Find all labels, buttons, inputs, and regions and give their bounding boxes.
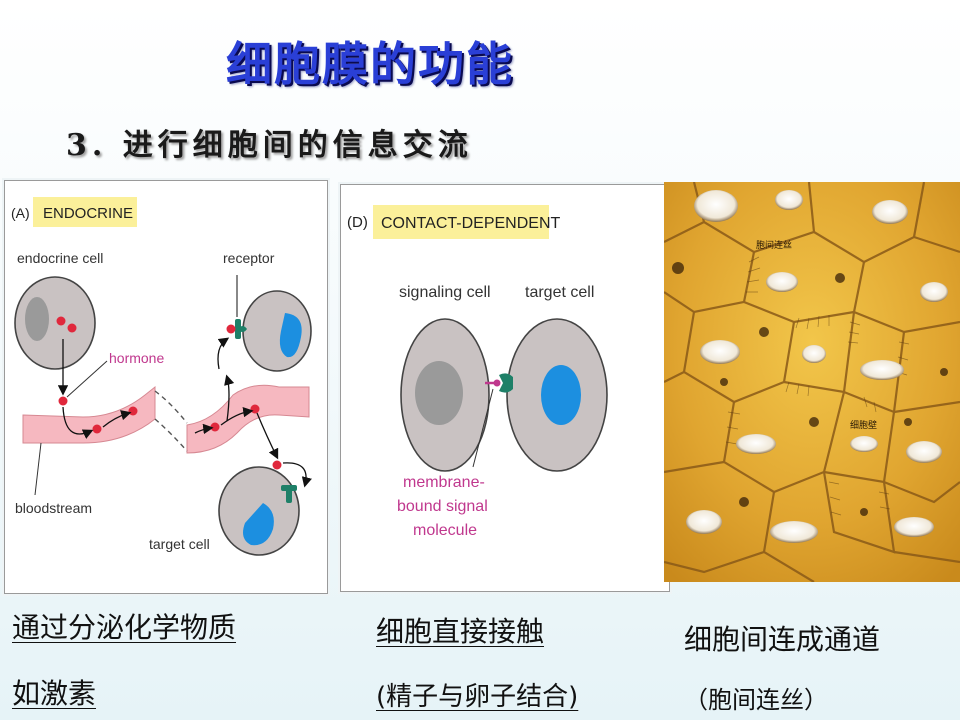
bloodstream-pointer xyxy=(34,442,42,496)
flow-arrow xyxy=(102,410,132,428)
flow-arrow xyxy=(256,412,279,460)
receptor-label: receptor xyxy=(223,250,275,266)
hormone-molecule xyxy=(210,422,220,432)
panel-d-heading: CONTACT-DEPENDENT xyxy=(381,215,560,232)
panel-a-tag: (A) xyxy=(11,205,30,221)
bloodstream-gap-bottom xyxy=(154,418,188,452)
hormone-pointer xyxy=(66,360,108,398)
micrograph-image: 胞间连丝 细胞壁 xyxy=(664,182,960,582)
endocrine-cell-label: endocrine cell xyxy=(17,250,103,266)
caption-left-line-1: 通过分泌化学物质 xyxy=(12,611,237,644)
plasmodesmata-micrograph: 胞间连丝 细胞壁 xyxy=(664,182,960,582)
cell-vacuoles xyxy=(686,190,948,543)
signal-label-line-2: bound signal xyxy=(397,498,488,515)
micrograph-label-cell-wall: 细胞壁 xyxy=(850,419,877,431)
bloodstream-label: bloodstream xyxy=(15,500,92,516)
panel-d-tag: (D) xyxy=(347,214,368,231)
flow-arrow xyxy=(224,374,235,422)
target-cell-label: target cell xyxy=(149,536,210,552)
signal-label-line-1: membrane- xyxy=(403,474,485,491)
endocrine-diagram-panel: (A) ENDOCRINE endocrine cell receptor ho… xyxy=(4,180,328,594)
endocrine-cell-nucleus xyxy=(25,297,49,341)
micrograph-label-plasmodesmata: 胞间连丝 xyxy=(756,239,792,251)
target-cell-nucleus xyxy=(541,365,581,425)
plasmodesmata-strands xyxy=(725,256,910,516)
slide-subtitle: 3. 进行细胞间的信息交流 xyxy=(66,128,473,163)
flow-arrow xyxy=(62,406,94,439)
hormone-label: hormone xyxy=(109,350,164,366)
caption-middle-line-2: (精子与卵子结合) xyxy=(376,682,579,712)
receptor-shape xyxy=(499,373,513,393)
signaling-cell-label: signaling cell xyxy=(399,284,491,301)
caption-right-line-2: （胞间连丝） xyxy=(684,686,828,714)
flow-arrow xyxy=(194,423,214,435)
signal-pointer xyxy=(472,388,494,468)
contact-dependent-diagram-panel: (D) CONTACT-DEPENDENT signaling cell tar… xyxy=(340,184,670,592)
target-cell-lower-nucleus xyxy=(243,503,274,546)
slide-title: 细胞膜的功能 xyxy=(226,37,514,91)
hormone-molecule xyxy=(56,316,66,326)
hormone-molecule xyxy=(67,323,77,333)
receptor-shape xyxy=(286,487,292,503)
cell-nuclei xyxy=(672,262,948,516)
hormone-molecule xyxy=(250,404,260,414)
membrane-bound-signal xyxy=(493,379,501,387)
target-cell-label-d: target cell xyxy=(525,284,594,301)
target-cell-upper-nucleus xyxy=(279,313,302,358)
bloodstream-segment-left xyxy=(22,385,156,444)
caption-middle-line-1: 细胞直接接触 xyxy=(376,615,545,648)
panel-a-heading-highlight xyxy=(33,197,137,227)
signal-label-line-3: molecule xyxy=(413,522,477,539)
flow-arrow xyxy=(282,462,312,488)
panel-d-heading-highlight xyxy=(373,205,549,239)
hormone-molecule xyxy=(128,406,138,416)
hormone-molecule xyxy=(92,424,102,434)
panel-a-heading: ENDOCRINE xyxy=(43,205,133,222)
signaling-cell-nucleus xyxy=(415,361,463,425)
bloodstream-gap-top xyxy=(154,390,188,424)
bloodstream-segment-right xyxy=(186,384,310,454)
flow-arrow xyxy=(217,337,230,370)
flow-arrow xyxy=(220,406,254,426)
hormone-molecule xyxy=(272,460,282,470)
caption-left-line-2: 如激素 xyxy=(12,677,97,710)
receptor-shape xyxy=(235,319,241,339)
endocrine-diagram: (A) ENDOCRINE endocrine cell receptor ho… xyxy=(11,197,312,556)
hormone-molecule xyxy=(58,396,68,406)
hormone-bound xyxy=(226,324,236,334)
contact-dependent-diagram: (D) CONTACT-DEPENDENT signaling cell tar… xyxy=(347,205,608,539)
caption-right-line-1: 细胞间连成通道 xyxy=(684,623,881,656)
